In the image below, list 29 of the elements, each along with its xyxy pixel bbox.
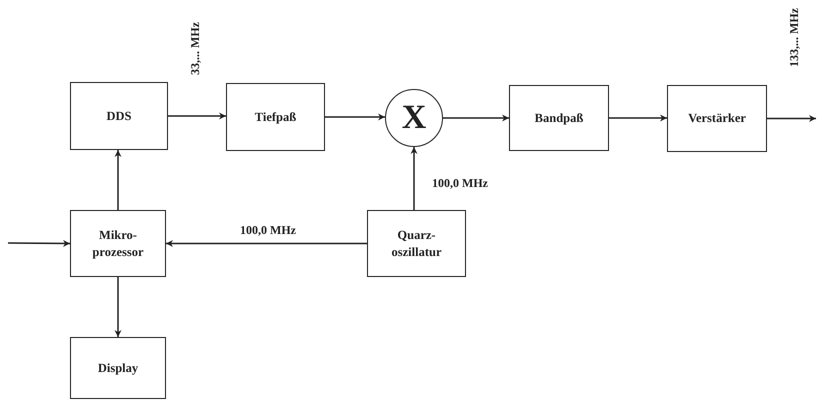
- arrow: [410, 147, 418, 210]
- block-label: Verstärker: [687, 110, 747, 127]
- block-label: Quarz- oszillatur: [390, 227, 442, 260]
- edge-label: 100,0 MHz: [240, 224, 296, 238]
- edge-label: 33,... MHz: [189, 22, 202, 75]
- edge-label: 133,... MHz: [788, 8, 802, 67]
- block-box: [226, 83, 325, 151]
- arrow: [767, 115, 816, 122]
- block-box: [509, 85, 609, 151]
- arrow: [609, 114, 667, 122]
- block-label: Display: [96, 360, 140, 376]
- block-box: [70, 337, 166, 399]
- edge-label: 100,0 MHz: [432, 177, 488, 190]
- block-label: Tiefpaß: [254, 108, 298, 126]
- arrow: [168, 112, 226, 120]
- arrow: [8, 240, 70, 247]
- arrow: [443, 114, 509, 122]
- block-box: [667, 85, 767, 152]
- block-label: Bandpaß: [534, 110, 584, 126]
- block-box: [70, 82, 168, 150]
- arrow: [114, 150, 122, 210]
- block-label: DDS: [105, 108, 132, 124]
- block-box: [367, 210, 466, 277]
- block-label: Mikro- prozessor: [91, 227, 145, 260]
- arrow: [325, 114, 385, 120]
- arrow: [166, 240, 367, 247]
- arrow: [114, 277, 122, 337]
- mixer-symbol: X: [400, 98, 428, 138]
- block-box: [70, 210, 166, 277]
